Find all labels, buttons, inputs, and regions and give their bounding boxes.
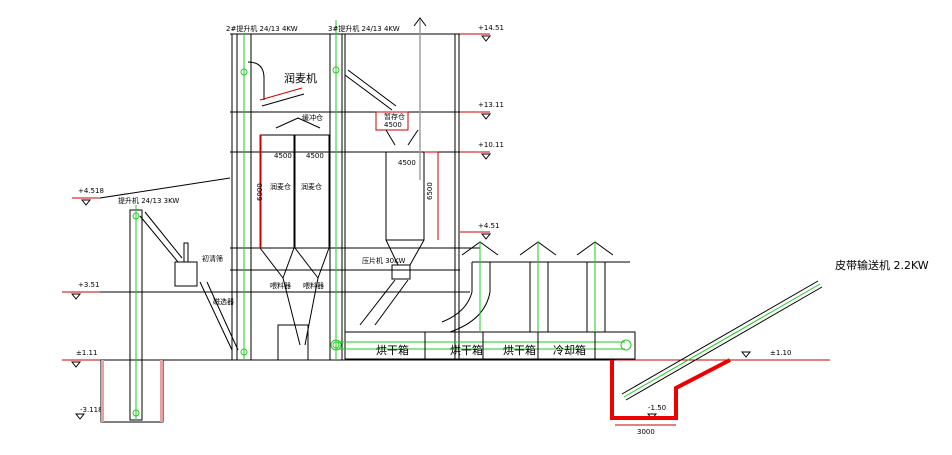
- dryer-1-label: 烘干箱: [376, 343, 409, 357]
- pit-width: 3000: [637, 428, 655, 436]
- elevation-markers: +14.51 +13.11 +10.11 +4.51 +4.518 +3.51 …: [70, 24, 791, 420]
- temp-bin-size: 4500: [384, 121, 402, 129]
- elev-10-11: +10.11: [478, 141, 504, 149]
- dampener-label: 润麦机: [284, 71, 317, 85]
- temp-bin-label: 暂存仓: [384, 112, 405, 121]
- feeder-a-label: 喂料器: [270, 281, 291, 290]
- dryer-3-label: 烘干箱: [503, 343, 536, 357]
- belt-conveyor: 3000 皮带输送机 2.2KW: [610, 258, 929, 436]
- elev-minus-3-11: -3.118: [80, 406, 103, 414]
- magnet-label: 磁选器: [213, 297, 234, 306]
- bin-height: 6000: [256, 183, 264, 201]
- cleaner-label: 初清筛: [202, 254, 223, 263]
- elev-4-518: +4.518: [78, 187, 104, 195]
- bin-b-top: 4500: [306, 152, 324, 160]
- elev-1-10: ±1.10: [770, 349, 791, 357]
- bin-a-top: 4500: [274, 152, 292, 160]
- elev-14-51: +14.51: [478, 24, 504, 32]
- bin-a-label: 润麦仓: [270, 182, 291, 191]
- bin-b-label: 润麦仓: [301, 182, 322, 191]
- elev-pit: -1.50: [648, 404, 666, 412]
- tank-top: 4500: [398, 159, 416, 167]
- buffer-label: 缓冲仓: [302, 113, 323, 122]
- temp-tank: 暂存仓 4500 4500 6500 压片机 30KW: [359, 17, 439, 326]
- elevator-2: 润麦机 2#提升机 24/13 4KW: [226, 24, 317, 361]
- elevator-1-label: 提升机 24/13 3KW: [118, 196, 179, 205]
- feeder-b-label: 喂料器: [303, 281, 324, 290]
- elevator-3-label: 3#提升机 24/13 4KW: [328, 24, 400, 33]
- elev-1-11: ±1.11: [76, 349, 97, 357]
- building-columns: [454, 34, 460, 360]
- dampening-bins: 4500 4500 润麦仓 润麦仓 6000 喂料器 喂料器 缓冲仓: [256, 113, 330, 361]
- tank-height: 6500: [426, 182, 434, 200]
- elevator-2-label: 2#提升机 24/13 4KW: [226, 24, 298, 33]
- level-lines: [62, 33, 490, 293]
- elev-3-51: +3.51: [78, 281, 99, 289]
- elev-13-11: +13.11: [478, 101, 504, 109]
- dryer-2-label: 烘干箱: [450, 343, 483, 357]
- dryer: 烘干箱 烘干箱 烘干箱 冷却箱: [330, 241, 636, 360]
- belt-conveyor-label: 皮带输送机 2.2KW: [835, 258, 929, 272]
- elev-4-51: +4.51: [478, 222, 499, 230]
- flaker-label: 压片机 30KW: [362, 256, 405, 265]
- elevator-3: 3#提升机 24/13 4KW: [328, 20, 400, 361]
- elevator-1: 提升机 24/13 3KW 初清筛 磁选器: [100, 196, 239, 423]
- cooler-label: 冷却箱: [553, 343, 586, 357]
